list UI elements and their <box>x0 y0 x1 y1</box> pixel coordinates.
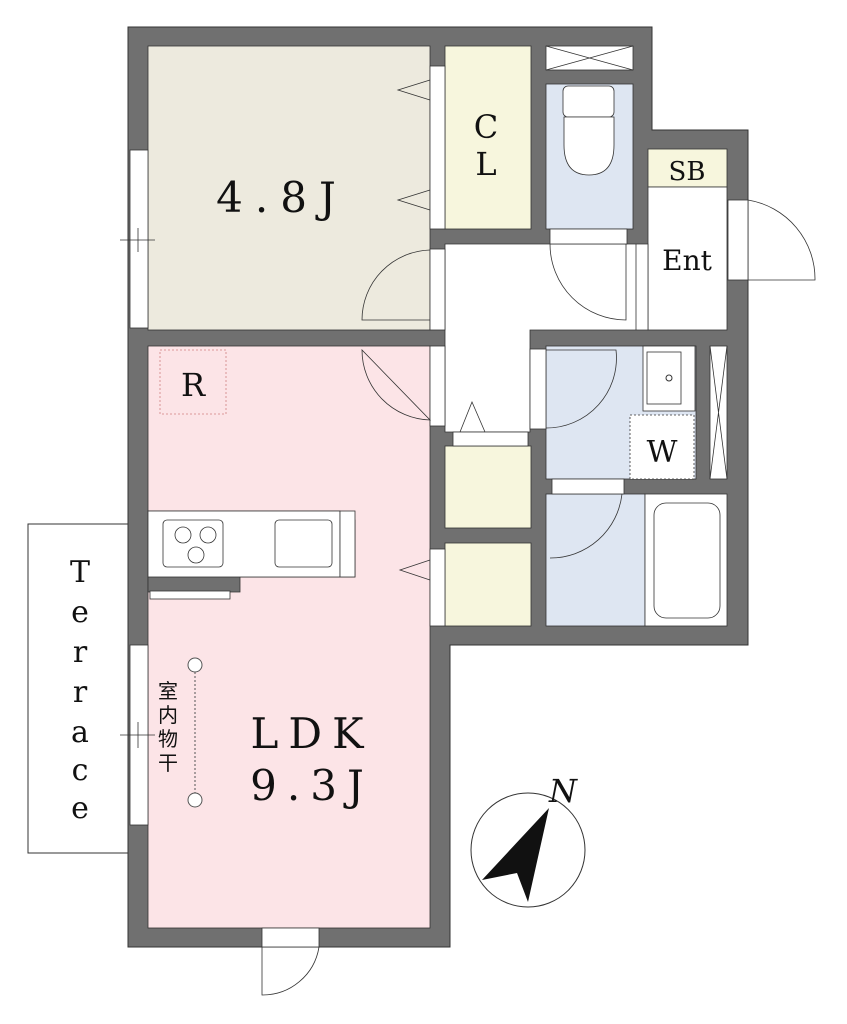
western-room <box>147 45 431 331</box>
toilet-icon <box>562 85 615 176</box>
svg-text:T: T <box>70 555 90 590</box>
refrigerator-space <box>159 349 227 415</box>
corridor <box>444 243 649 433</box>
ldk-room <box>147 345 431 929</box>
kitchen-counter <box>147 510 356 600</box>
svg-text:干: 干 <box>158 751 178 775</box>
svg-text:e: e <box>71 791 89 826</box>
entrance-label: Ent <box>662 244 712 277</box>
svg-text:e: e <box>71 595 89 630</box>
washer-label: W <box>647 435 678 470</box>
terrace-label: T e r r a c e <box>70 555 90 826</box>
svg-text:r: r <box>73 675 88 710</box>
svg-text:室: 室 <box>158 679 178 703</box>
terrace <box>27 523 129 854</box>
storage-1 <box>444 445 532 529</box>
svg-text:内: 内 <box>158 703 178 727</box>
drying-rod <box>187 657 203 808</box>
western-room-label: 4.8J <box>216 173 348 222</box>
closet-label-c: C <box>474 108 498 146</box>
storage-2 <box>444 542 532 627</box>
svg-text:物: 物 <box>158 727 178 751</box>
bathroom <box>545 493 646 627</box>
closet <box>444 45 532 230</box>
svg-text:c: c <box>72 753 89 788</box>
drying-label: 室 内 物 干 <box>158 679 178 775</box>
entrance <box>647 186 728 331</box>
shoe-box <box>647 148 728 188</box>
compass-north-label: N <box>548 772 578 810</box>
window <box>129 149 149 329</box>
refrigerator-label: R <box>181 366 206 404</box>
ldk-label: LDK <box>251 709 374 758</box>
svg-text:r: r <box>73 635 88 670</box>
compass-icon: N <box>470 772 586 908</box>
closet-label-l: L <box>475 145 496 183</box>
bathtub-icon <box>653 502 721 619</box>
doors <box>261 65 816 996</box>
ldk-size-label: 9.3J <box>250 761 374 810</box>
shoe-box-label: SB <box>669 157 706 187</box>
washer-space <box>629 414 695 480</box>
svg-text:a: a <box>71 715 89 750</box>
